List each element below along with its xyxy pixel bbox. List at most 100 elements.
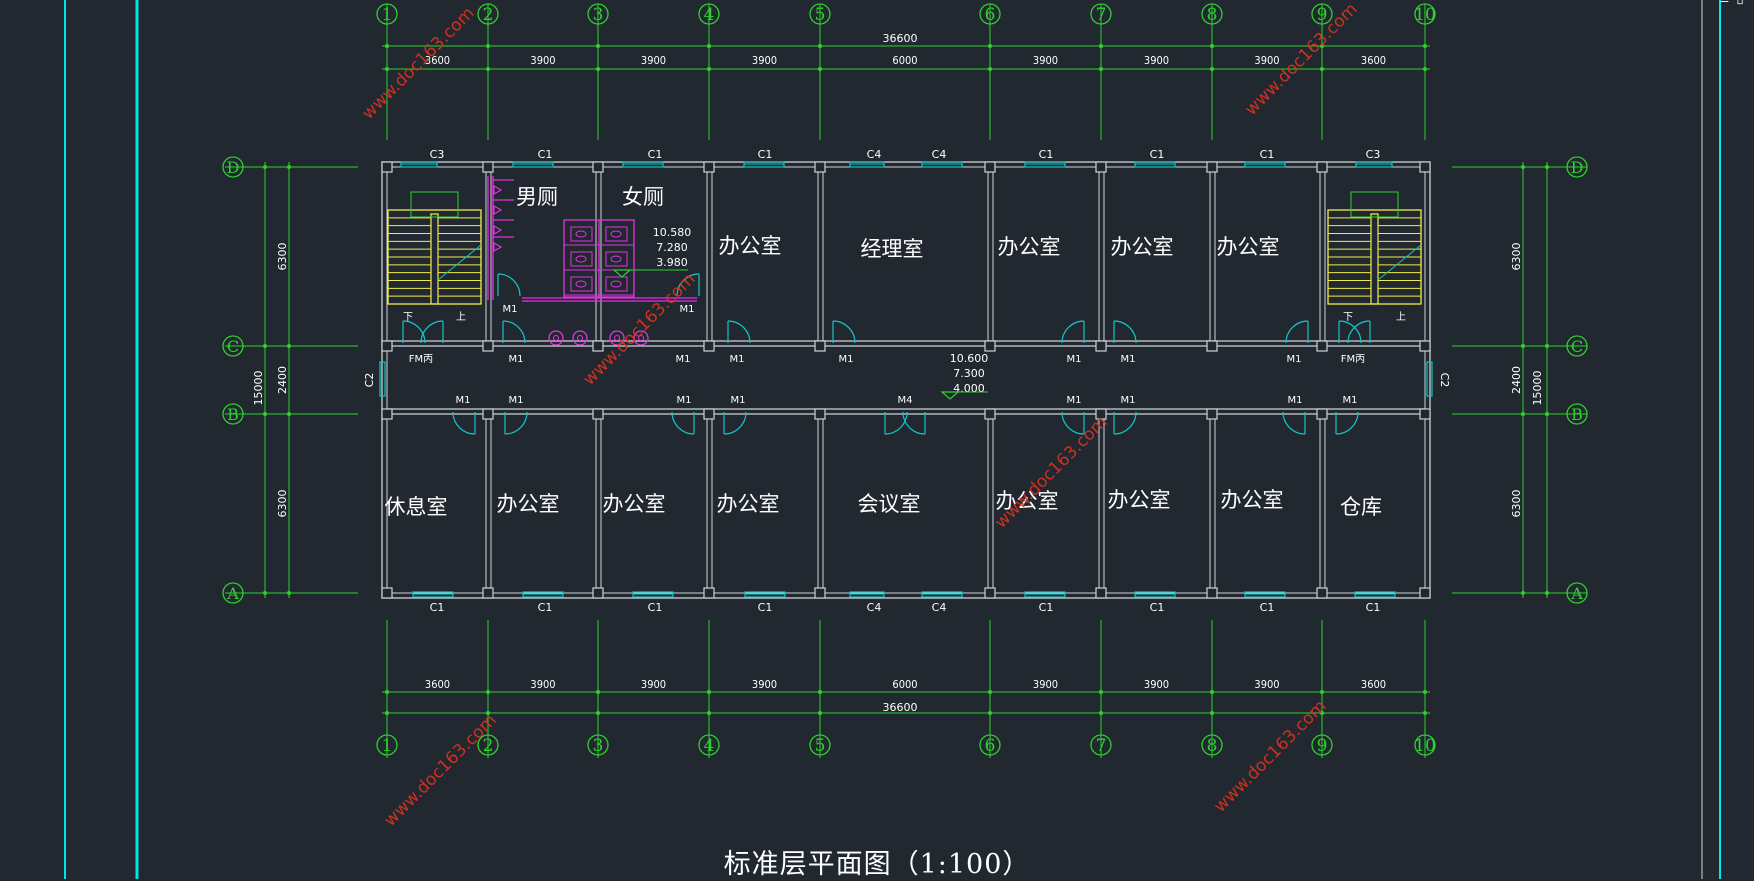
window-label: C1 [758, 601, 773, 614]
axis-bubble [1414, 734, 1436, 756]
door-swing [884, 411, 908, 435]
axis-label: B [227, 405, 239, 424]
stairs: 下上下上 [387, 191, 1422, 323]
column [592, 161, 604, 173]
bay-dimension: 3900 [1254, 54, 1279, 67]
window-control-icons: – ▫ [1720, 0, 1744, 9]
window-label: C1 [430, 601, 445, 614]
stair-well [1370, 213, 1379, 305]
door-label: FM丙 [409, 354, 433, 365]
door-label: M1 [1067, 354, 1082, 365]
bay-dimension: 3900 [1254, 678, 1279, 691]
door-label: M1 [456, 395, 471, 406]
door-swing [1347, 320, 1371, 344]
bay-dimension: 6000 [892, 678, 917, 691]
door-swing [902, 411, 926, 435]
room-label: 办公室 [1221, 488, 1284, 512]
axis-bubble [587, 3, 609, 25]
column [1206, 340, 1218, 352]
axis-bubble [1566, 156, 1588, 178]
column [703, 340, 715, 352]
column [482, 161, 494, 173]
axis-bubble [698, 734, 720, 756]
squat-toilet-bowl [610, 230, 622, 238]
toilet-fixtures [487, 176, 697, 346]
watermark-text: www.doc163.com [358, 3, 478, 123]
axis-bubble [1311, 3, 1333, 25]
door-label: M1 [677, 395, 692, 406]
elevation-symbol [940, 391, 960, 400]
axis-bubble [222, 582, 244, 604]
axis-bubble [222, 156, 244, 178]
drawing-frame [64, 0, 1721, 879]
axis-label: 1 [382, 5, 393, 25]
door-swing [671, 411, 695, 435]
axis-bubble [376, 3, 398, 25]
axis-label: 2 [483, 5, 494, 25]
stair-arrow-path [1350, 191, 1399, 218]
door-swing [420, 320, 444, 344]
column [814, 161, 826, 173]
squat-toilet [570, 251, 593, 267]
outer-wall-inner [386, 166, 1426, 594]
window-label: C1 [1039, 601, 1054, 614]
window-label: C1 [538, 601, 553, 614]
axis-label: 7 [1096, 736, 1107, 756]
window [379, 361, 386, 397]
column [1316, 161, 1328, 173]
window-label: C1 [538, 148, 553, 161]
column [814, 340, 826, 352]
column [592, 408, 604, 420]
watermark-text: www.doc163.com [1210, 696, 1330, 816]
door-label: M1 [1121, 354, 1136, 365]
column [1095, 161, 1107, 173]
axis-label: 10 [1414, 5, 1436, 25]
door-swing [402, 320, 426, 344]
room-label: 经理室 [861, 237, 924, 261]
axis-bubble [477, 734, 499, 756]
squat-toilet [570, 276, 593, 292]
squat-toilet-bowl [610, 255, 622, 263]
drawing-title: 标准层平面图（1:100） [723, 849, 1031, 880]
column [1206, 408, 1218, 420]
depth-dimension: 6300 [276, 490, 289, 518]
axis-label: 10 [1414, 736, 1436, 756]
door-label: M1 [1067, 395, 1082, 406]
elevation-symbol [612, 269, 632, 278]
door-label: M1 [676, 354, 691, 365]
bay-dimension: 3900 [530, 54, 555, 67]
room-label: 办公室 [1217, 235, 1280, 259]
axis-label: 6 [985, 5, 996, 25]
axis-bubble [809, 3, 831, 25]
window-label: C4 [867, 148, 882, 161]
axis-label: A [1570, 584, 1583, 603]
axis-label: 3 [593, 736, 604, 756]
squat-toilet [605, 276, 628, 292]
column [1419, 161, 1431, 173]
bay-dimension: 3600 [1361, 678, 1386, 691]
door-swing [727, 320, 751, 344]
axis-label: 1 [382, 736, 393, 756]
column [482, 340, 494, 352]
urinal [493, 184, 503, 196]
bay-dimension: 3900 [1033, 678, 1058, 691]
bay-dimension: 3900 [1144, 678, 1169, 691]
stair-cut-line [1377, 244, 1422, 281]
room-label: 办公室 [603, 492, 666, 516]
door-swing [1335, 411, 1359, 435]
door-swing [676, 273, 700, 297]
door-swing [497, 273, 521, 297]
axis-label: C [1571, 337, 1583, 356]
depth-dimension: 2400 [1510, 366, 1523, 394]
axis-bubble [587, 734, 609, 756]
axis-label: 8 [1207, 736, 1218, 756]
door-label: M1 [503, 304, 518, 315]
axis-label: D [1571, 158, 1584, 177]
depth-dimension: 6300 [1510, 243, 1523, 271]
room-label: 会议室 [858, 492, 921, 516]
